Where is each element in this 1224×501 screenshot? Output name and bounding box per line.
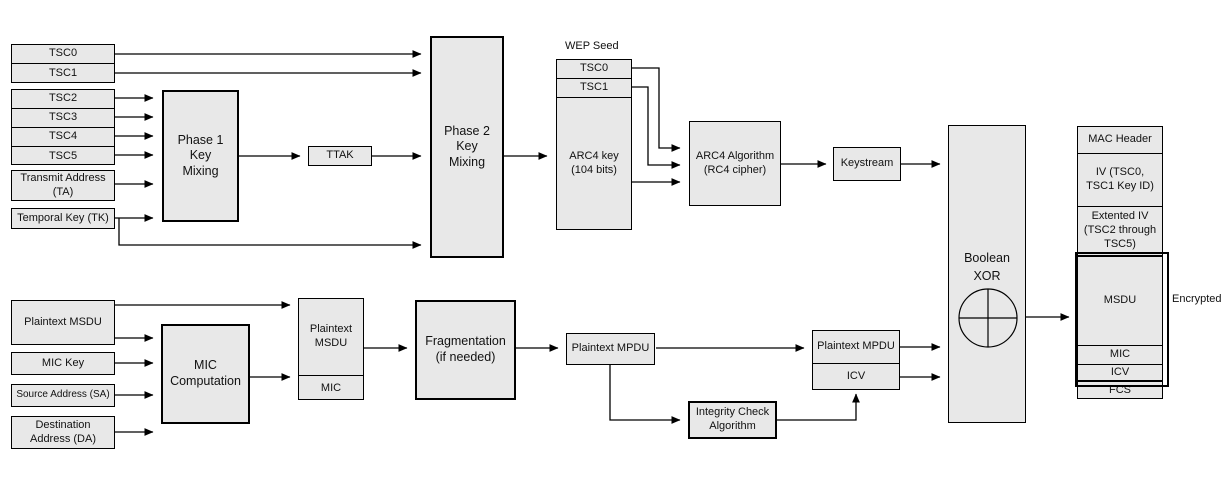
encrypted-label: Encrypted	[1172, 293, 1222, 305]
input-temporal-key: Temporal Key (TK)	[11, 208, 115, 229]
wep-seed-caption: WEP Seed	[565, 40, 619, 52]
integrity-check-line-2: Algorithm	[709, 420, 756, 432]
frame-row-msdu: MSDU	[1078, 255, 1162, 346]
arc4-algorithm-line-2: (RC4 cipher)	[703, 163, 767, 176]
frame-row-extended-iv: Extented IV (TSC2 through TSC5)	[1078, 207, 1162, 255]
frame-row-fcs: FCS	[1109, 384, 1131, 397]
input-destination-address-line-1: Destination	[35, 418, 91, 431]
phase-2-line-1: Phase 2	[444, 123, 490, 138]
frame-ext-iv-line-3: TSC5)	[1104, 237, 1136, 250]
integrity-check-algorithm-box: Integrity Check Algorithm	[688, 401, 777, 439]
input-tsc5: TSC5	[48, 149, 78, 162]
input-source-address: Source Address (SA)	[11, 384, 115, 407]
frame-row-iv: IV (TSC0, TSC1 Key ID)	[1078, 154, 1162, 207]
mpdu-icv-mpdu-cell: Plaintext MPDU	[813, 331, 899, 364]
input-tsc3: TSC3	[12, 109, 114, 128]
mic-computation-line-1: MIC	[194, 358, 217, 373]
wep-seed-tsc0: TSC0	[557, 60, 631, 79]
wep-seed-arc4-key: ARC4 key (104 bits)	[557, 98, 631, 229]
mic-computation-line-2: Computation	[170, 374, 241, 388]
phase-1-key-mixing: Phase 1 Key Mixing	[162, 90, 239, 222]
frame-ext-iv-line-1: Extented IV	[1091, 210, 1149, 223]
plaintext-mpdu-icv-stack: Plaintext MPDU ICV	[812, 330, 900, 390]
input-mic-key-label: MIC Key	[41, 356, 85, 369]
input-group-tsc2345: TSC2 TSC3 TSC4 TSC5	[11, 89, 115, 165]
frame-row-mac-header: MAC Header	[1078, 127, 1162, 154]
keystream-box: Keystream	[833, 147, 901, 181]
arc4-key-line-2: (104 bits)	[571, 163, 617, 176]
input-destination-address-line-2: Address (DA)	[29, 432, 97, 445]
frame-ext-iv-line-2: (TSC2 through	[1083, 224, 1157, 237]
xor-symbol-icon	[958, 288, 1018, 348]
arc4-key-line-1: ARC4 key	[569, 149, 619, 162]
input-tsc1: TSC1	[48, 67, 78, 80]
boolean-xor-line-1: Boolean	[964, 251, 1010, 265]
phase-1-line-3: Mixing	[182, 163, 219, 178]
plaintext-msdu-line-2: MSDU	[314, 337, 348, 349]
input-transmit-address-label: Transmit Address (TA)	[20, 171, 106, 198]
frame-row-icv: ICV	[1078, 365, 1162, 382]
plaintext-mpdu-box: Plaintext MPDU	[566, 333, 655, 365]
mpdu-icv-icv-cell: ICV	[846, 370, 866, 383]
plaintext-msdu-cell: Plaintext MSDU	[299, 299, 363, 376]
encrypted-frame-stack: MAC Header IV (TSC0, TSC1 Key ID) Extent…	[1077, 126, 1163, 399]
phase-2-key-mixing: Phase 2 Key Mixing	[430, 36, 504, 258]
phase-2-line-3: Mixing	[448, 154, 486, 169]
input-plaintext-msdu: Plaintext MSDU	[11, 300, 115, 345]
arc4-algorithm-box: ARC4 Algorithm (RC4 cipher)	[689, 121, 781, 206]
input-destination-address: Destination Address (DA)	[11, 416, 115, 449]
input-tsc2: TSC2	[12, 90, 114, 109]
plaintext-msdu-mic-cell: MIC	[320, 381, 342, 394]
phase-1-line-1: Phase 1	[177, 132, 224, 147]
input-transmit-address: Transmit Address (TA)	[11, 170, 115, 201]
input-source-address-label: Source Address (SA)	[16, 389, 110, 401]
fragmentation-line-1: Fragmentation	[425, 334, 506, 349]
input-group-tsc01: TSC0 TSC1	[11, 44, 115, 83]
phase-1-line-2: Key	[189, 148, 212, 163]
input-tsc0: TSC0	[12, 45, 114, 64]
frame-iv-line-1: IV (TSC0,	[1095, 166, 1145, 179]
input-tsc4: TSC4	[12, 128, 114, 147]
frame-iv-line-2: TSC1 Key ID)	[1086, 180, 1154, 192]
wep-seed-stack: TSC0 TSC1 ARC4 key (104 bits)	[556, 59, 632, 230]
arc4-algorithm-line-1: ARC4 Algorithm	[695, 149, 775, 162]
mic-computation-box: MIC Computation	[161, 324, 250, 424]
plaintext-mpdu-label: Plaintext MPDU	[571, 342, 650, 355]
ttak-box: TTAK	[308, 146, 372, 166]
integrity-check-line-1: Integrity Check	[695, 406, 770, 419]
phase-2-line-2: Key	[456, 139, 478, 154]
boolean-xor-line-2: XOR	[973, 269, 1001, 283]
input-mic-key: MIC Key	[11, 352, 115, 375]
fragmentation-box: Fragmentation (if needed)	[415, 300, 516, 400]
keystream-label: Keystream	[840, 157, 894, 170]
input-temporal-key-label: Temporal Key (TK)	[17, 211, 109, 224]
plaintext-msdu-line-1: Plaintext	[309, 323, 353, 336]
frame-row-mic: MIC	[1078, 346, 1162, 365]
boolean-xor-box: Boolean XOR	[948, 125, 1026, 423]
fragmentation-line-2: (if needed)	[435, 350, 496, 364]
ttak-label: TTAK	[326, 149, 354, 162]
plaintext-msdu-mic-stack: Plaintext MSDU MIC	[298, 298, 364, 400]
wep-seed-tsc1: TSC1	[557, 79, 631, 98]
input-plaintext-msdu-label: Plaintext MSDU	[24, 315, 102, 328]
